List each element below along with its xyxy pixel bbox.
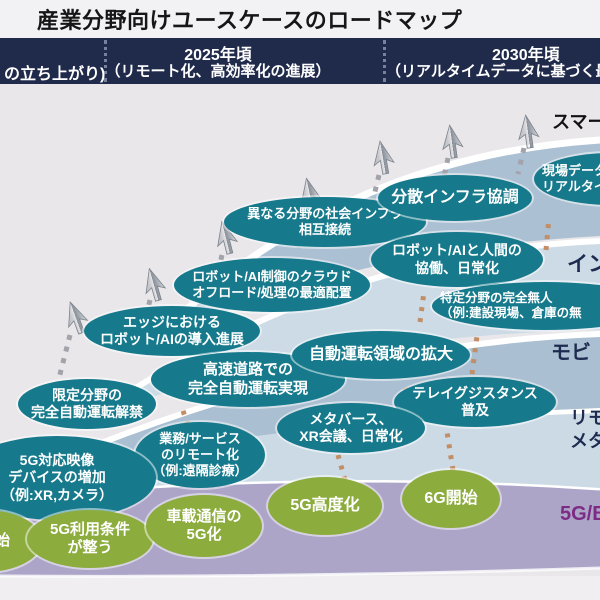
layer-label-smart: スマー — [552, 112, 600, 132]
timeline-2025-year: 2025年頃 — [184, 47, 252, 64]
up-arrow-icon — [217, 220, 239, 255]
bubble-metaverse-xr: メタバース、 XR会議、日常化 — [277, 403, 425, 453]
bubble-6g-start: 6G開始 — [402, 470, 500, 528]
bubble-5g-advanced: 5G高度化 — [268, 477, 382, 535]
up-arrow-icon — [442, 124, 464, 159]
layer-label-mobility: モビ — [551, 342, 591, 364]
bubble-cloud-offload: ロボット/AI制御のクラウド オフロード/処理の最適配置 — [174, 258, 370, 312]
bubble-telexistence: テレイグジスタンス 普及 — [394, 377, 556, 427]
timeline-divider-1 — [104, 40, 107, 82]
layer-label-remote-metaverse: リモ メタ — [570, 408, 600, 451]
timeline-2030-year: 2030年頃 — [492, 47, 560, 64]
timeline-divider-2 — [383, 40, 386, 82]
up-arrow-icon — [518, 114, 540, 149]
timeline-2025-caption: （リモート化、高効率化の進展） — [105, 63, 331, 80]
bubble-robot-human-collab: ロボット/AIと人間の 協働、日常化 — [371, 232, 543, 287]
bubble-restricted-full-autonomy: 限定分野の 完全自動運転解禁 — [18, 379, 156, 429]
timeline-bar: の立ち上がり) 2025年頃 （リモート化、高効率化の進展） 2030年頃 （リ… — [0, 38, 600, 84]
bubble-edge-robot-ai: エッジにおける ロボット/AIの導入進展 — [84, 306, 260, 356]
bubble-5g-conditions-ready: 5G利用条件 が整う — [27, 510, 153, 568]
bubble-autonomy-expansion: 自動運転領域の拡大 — [292, 331, 470, 379]
bubble-vehicle-5g: 車載通信の 5G化 — [146, 495, 262, 557]
up-arrow-icon — [145, 267, 167, 302]
timeline-2030-caption: （リアルタイムデータに基づく最 — [386, 63, 600, 80]
layer-label-infra: イン — [567, 253, 600, 276]
bubble-highway-full-autonomy: 高速道路での 完全自動運転実現 — [151, 352, 345, 407]
up-arrow-icons — [68, 114, 540, 335]
bubble-distributed-infra: 分散インフラ協調 — [378, 175, 532, 221]
up-arrow-icon — [68, 301, 89, 335]
bubble-remote-services: 業務/サービス のリモート化 （例:遠隔診療） — [135, 422, 265, 488]
page-title: 産業分野向けユースケースのロードマップ — [37, 8, 463, 33]
bottom-strip — [0, 576, 600, 600]
up-arrow-icon — [373, 140, 395, 175]
timeline-2020-caption: の立ち上がり) — [4, 66, 106, 83]
layer-label-5g-b5g: 5G/B — [560, 503, 600, 525]
bubble-specific-unmanned: 特定分野の完全無人 （例:建設現場、倉庫の無 — [432, 282, 600, 330]
bubble-5g-video-devices: 5G対応映像 デバイスの増加 （例:XR,カメラ） — [0, 436, 156, 520]
